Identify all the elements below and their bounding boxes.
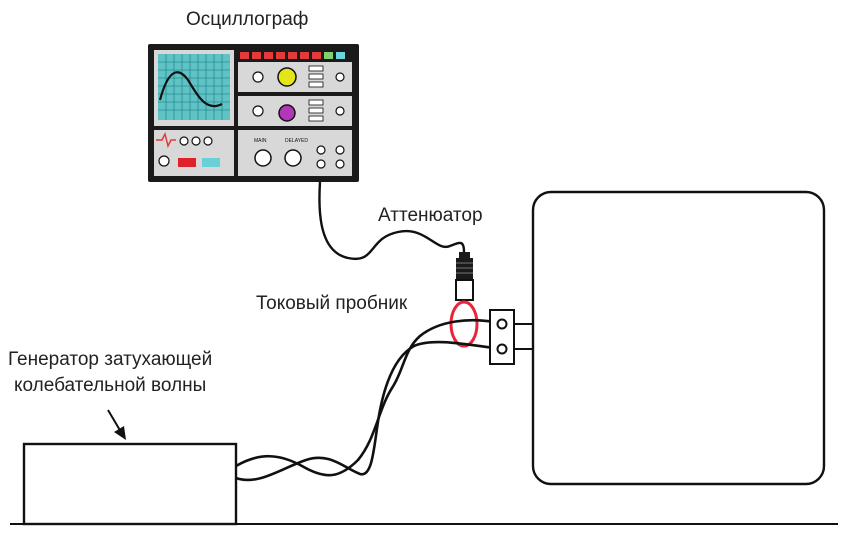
generator-label-line2: колебательной волны — [13, 375, 207, 396]
terminal-block — [489, 309, 534, 365]
generator-label-line1: Генератор затухающей — [8, 349, 213, 370]
delayed-knob-label: DELAYED — [285, 138, 308, 144]
oscilloscope-label: Осциллограф — [186, 9, 309, 30]
red-button — [178, 158, 196, 167]
current-probe-label: Токовый пробник — [256, 293, 408, 314]
main-knob-label: MAIN — [254, 138, 267, 144]
oscilloscope-screen — [158, 54, 230, 120]
scope-cable — [318, 181, 466, 261]
arrow-icon — [107, 409, 126, 440]
waveform-trace — [158, 71, 223, 108]
knob-icon — [158, 136, 213, 167]
oscilloscope-icon: MAIN DELAYED — [148, 44, 359, 182]
generator-label: Генератор затухающей колебательной волны — [8, 347, 212, 399]
current-probe-icon — [449, 300, 479, 348]
indicator-lights — [240, 52, 345, 59]
knob-purple — [278, 104, 296, 122]
cyan-button — [202, 158, 220, 167]
attenuator-label: Аттенюатор — [378, 205, 483, 226]
knob-yellow — [277, 67, 297, 87]
device-box — [531, 190, 826, 486]
twisted-wire-b — [235, 340, 495, 482]
attenuator-icon — [455, 252, 474, 301]
generator-box — [22, 442, 238, 526]
